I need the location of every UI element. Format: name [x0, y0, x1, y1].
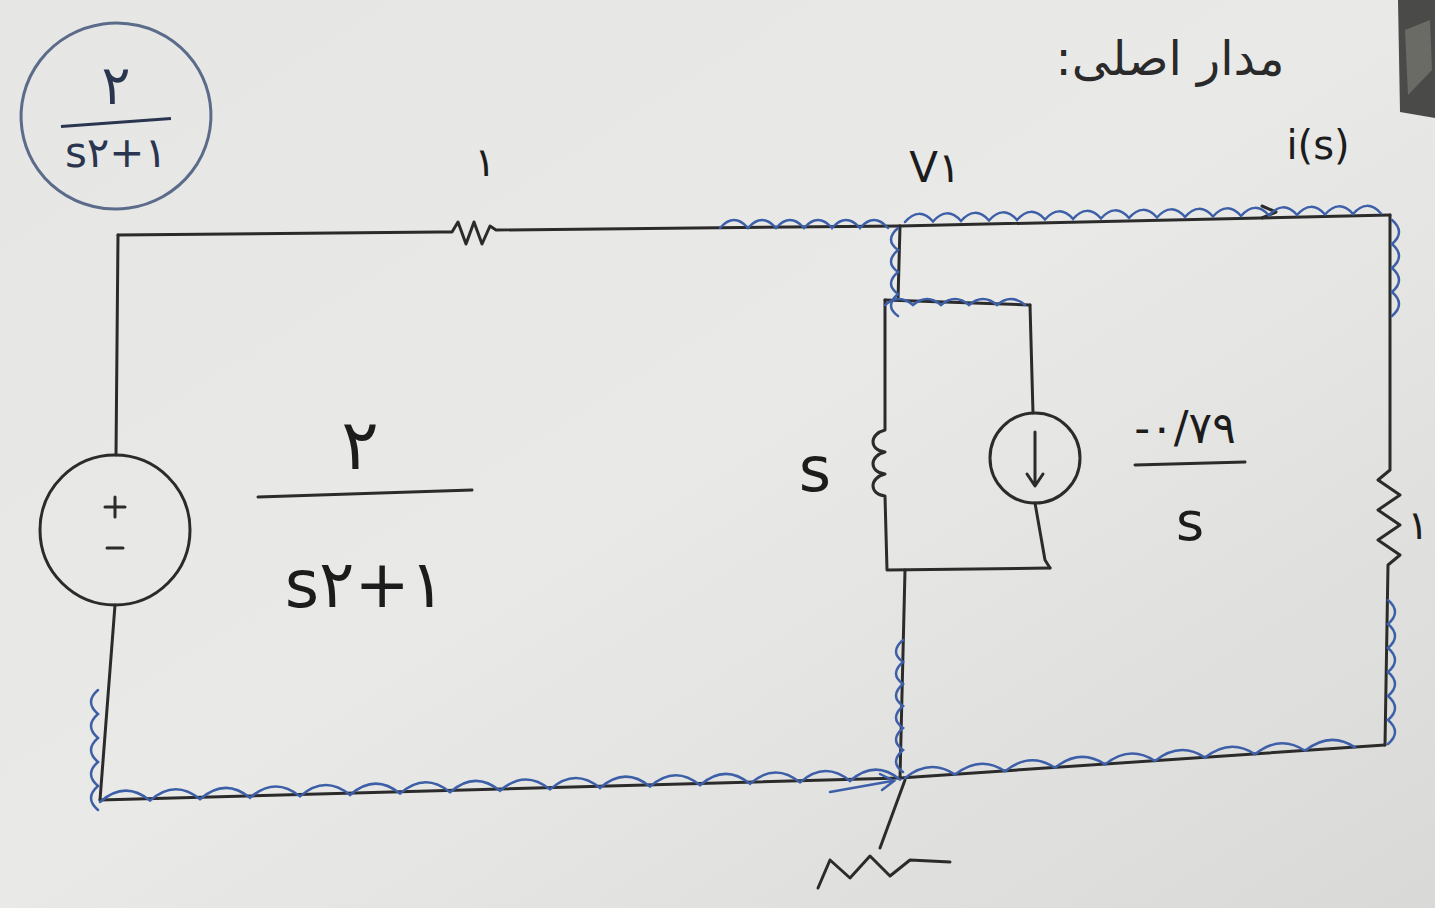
marker-highlight	[91, 206, 1399, 810]
ground-symbol	[818, 780, 950, 888]
fraction-bar	[61, 119, 171, 127]
source-value: s	[1176, 492, 1204, 551]
current-source-symbol	[990, 413, 1080, 503]
wire	[900, 305, 1050, 778]
inductor-symbol	[873, 300, 1050, 570]
resistance-value: ۱	[474, 140, 495, 184]
note-text: s۲+۱	[65, 130, 167, 176]
node-name: V۱	[909, 145, 960, 191]
circled-note: ۲ s۲+۱	[18, 20, 214, 212]
source-value: ۲	[341, 407, 379, 484]
resistance-value: ۱	[1407, 503, 1428, 547]
voltage-source-symbol	[40, 455, 190, 605]
source-value: s۲+۱	[285, 549, 446, 622]
polarity-mark	[105, 497, 125, 548]
page-heading: مدار اصلی:	[1056, 32, 1285, 85]
note-text: ۲	[101, 56, 130, 115]
note-circle	[9, 11, 223, 222]
board-frame	[1405, 20, 1432, 95]
wire	[900, 215, 1390, 226]
board-frame	[1398, 0, 1435, 118]
fraction-bar	[1135, 462, 1245, 465]
source-value: -۰/۷۹	[1134, 404, 1236, 452]
wire	[885, 226, 1030, 305]
current-name: i(s)	[1286, 123, 1349, 167]
current-arrow	[1027, 432, 1043, 486]
resistor-symbol	[118, 222, 900, 244]
resistor-symbol	[1378, 215, 1400, 745]
impedance-value: s	[799, 436, 831, 504]
note-circle	[18, 20, 214, 212]
fraction-bar	[258, 490, 472, 497]
